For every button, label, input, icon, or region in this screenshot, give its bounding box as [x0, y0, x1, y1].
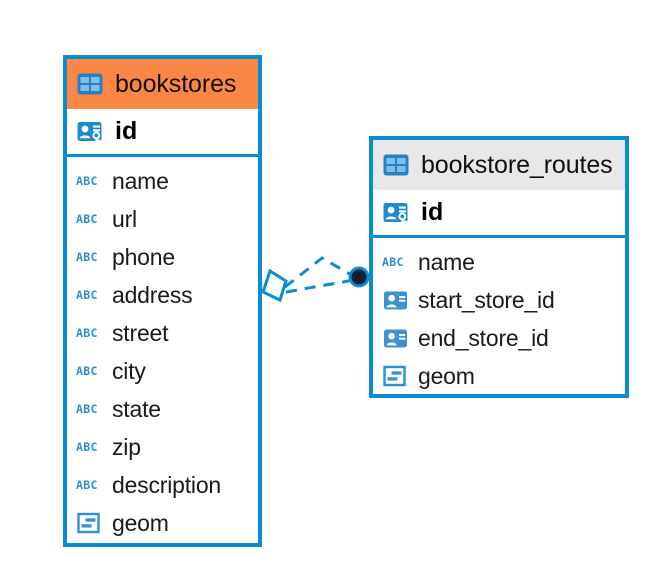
- svg-text:ABC: ABC: [76, 288, 98, 302]
- field-row-primary-key[interactable]: id: [373, 190, 625, 238]
- abc-text-icon: ABC: [76, 169, 102, 193]
- field-row-phone[interactable]: ABC phone: [67, 238, 258, 276]
- relationship-line-lower: [285, 278, 355, 294]
- table-icon: [382, 151, 410, 179]
- field-list-bookstores: ABC name ABC url ABC p: [67, 157, 258, 542]
- field-list-bookstore-routes: ABC name start_store_id: [373, 238, 625, 395]
- abc-text-icon: ABC: [76, 207, 102, 231]
- foreign-key-icon: [382, 288, 408, 312]
- field-row-description[interactable]: ABC description: [67, 466, 258, 504]
- field-row-url[interactable]: ABC url: [67, 200, 258, 238]
- svg-text:ABC: ABC: [76, 364, 98, 378]
- svg-text:ABC: ABC: [382, 255, 404, 269]
- primary-key-icon: [382, 199, 410, 227]
- field-label-url: url: [112, 205, 137, 232]
- entity-table-bookstore-routes[interactable]: bookstore_routes id: [369, 136, 629, 398]
- foreign-key-icon: [382, 326, 408, 350]
- field-label-phone: phone: [112, 243, 175, 270]
- field-label-geom: geom: [418, 362, 475, 389]
- field-row-primary-key[interactable]: id: [67, 109, 258, 157]
- field-label-city: city: [112, 357, 146, 384]
- field-label-name: name: [112, 167, 169, 194]
- relationship-source-diamond-icon: [261, 268, 288, 303]
- field-row-geom[interactable]: geom: [373, 357, 625, 395]
- field-label-primary-key: id: [421, 198, 444, 226]
- field-label-geom: geom: [112, 509, 169, 536]
- field-row-state[interactable]: ABC state: [67, 390, 258, 428]
- svg-text:ABC: ABC: [76, 326, 98, 340]
- geometry-icon: [76, 511, 102, 535]
- field-row-name[interactable]: ABC name: [67, 162, 258, 200]
- svg-text:ABC: ABC: [76, 402, 98, 416]
- field-row-street[interactable]: ABC street: [67, 314, 258, 352]
- field-label-start-store-id: start_store_id: [418, 286, 555, 313]
- field-row-start-store-id[interactable]: start_store_id: [373, 281, 625, 319]
- abc-text-icon: ABC: [76, 359, 102, 383]
- abc-text-icon: ABC: [76, 473, 102, 497]
- field-label-end-store-id: end_store_id: [418, 324, 549, 351]
- field-label-name: name: [418, 248, 475, 275]
- field-row-address[interactable]: ABC address: [67, 276, 258, 314]
- svg-text:ABC: ABC: [76, 440, 98, 454]
- field-label-state: state: [112, 395, 161, 422]
- svg-text:ABC: ABC: [76, 212, 98, 226]
- field-label-street: street: [112, 319, 169, 346]
- abc-text-icon: ABC: [76, 435, 102, 459]
- entity-header-bookstores[interactable]: bookstores: [67, 59, 258, 109]
- abc-text-icon: ABC: [76, 283, 102, 307]
- primary-key-icon: [76, 118, 104, 146]
- svg-text:ABC: ABC: [76, 250, 98, 264]
- relationship-line-upper: [284, 256, 356, 289]
- field-label-address: address: [112, 281, 193, 308]
- field-label-zip: zip: [112, 433, 141, 460]
- abc-text-icon: ABC: [382, 250, 408, 274]
- field-row-city[interactable]: ABC city: [67, 352, 258, 390]
- relationship-target-circle-icon: [348, 266, 370, 288]
- field-row-name[interactable]: ABC name: [373, 243, 625, 281]
- abc-text-icon: ABC: [76, 245, 102, 269]
- field-row-zip[interactable]: ABC zip: [67, 428, 258, 466]
- entity-table-bookstores[interactable]: bookstores id: [63, 55, 262, 547]
- field-row-end-store-id[interactable]: end_store_id: [373, 319, 625, 357]
- entity-title-bookstore-routes: bookstore_routes: [421, 150, 613, 179]
- geometry-icon: [382, 364, 408, 388]
- field-label-description: description: [112, 471, 222, 498]
- abc-text-icon: ABC: [76, 321, 102, 345]
- table-icon: [76, 70, 104, 98]
- svg-text:ABC: ABC: [76, 478, 98, 492]
- abc-text-icon: ABC: [76, 397, 102, 421]
- field-row-geom[interactable]: geom: [67, 504, 258, 542]
- svg-text:ABC: ABC: [76, 174, 98, 188]
- entity-title-bookstores: bookstores: [115, 69, 237, 98]
- entity-header-bookstore-routes[interactable]: bookstore_routes: [373, 140, 625, 190]
- field-label-primary-key: id: [115, 117, 138, 145]
